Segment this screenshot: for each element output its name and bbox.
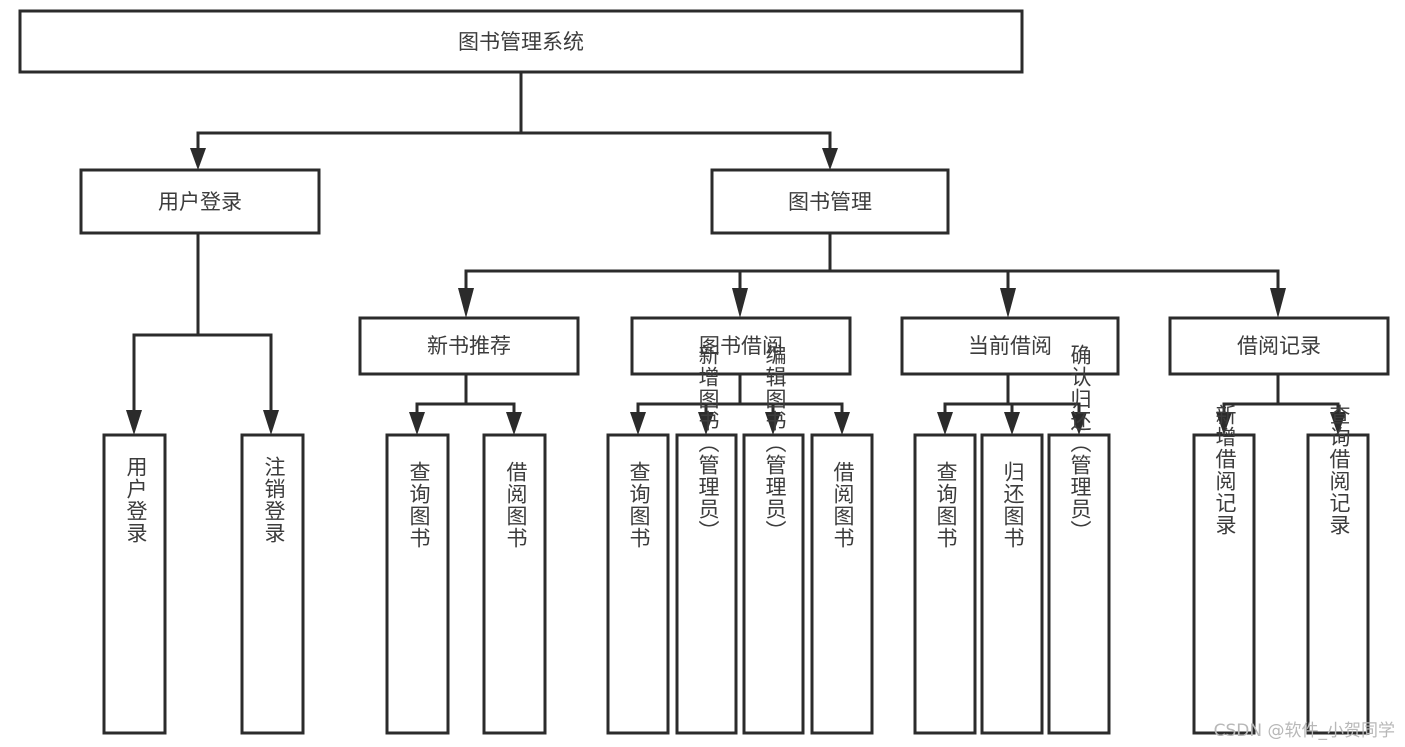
node-user-login[interactable]: 用户登录 bbox=[79, 168, 321, 235]
node-leaf-confirm-return-box[interactable] bbox=[1047, 433, 1111, 735]
arrowhead-user-login bbox=[190, 148, 206, 170]
arrowhead-leaf-confirm-return bbox=[1071, 412, 1087, 435]
node-new-book-rec[interactable]: 新书推荐 bbox=[358, 316, 580, 376]
arrowhead-borrow-record bbox=[1270, 288, 1286, 318]
node-leaf-return-book[interactable]: 归还图书 bbox=[980, 433, 1044, 735]
arrowhead-leaf-borrow-book-2 bbox=[834, 412, 850, 435]
csdn-watermark: CSDN @软件_小贺同学 bbox=[1213, 721, 1395, 741]
node-leaf-confirm-return[interactable]: 确认归还（管理员） bbox=[1047, 344, 1111, 735]
node-current-borrow-box[interactable] bbox=[900, 316, 1120, 376]
node-leaf-edit-book-label: 编辑图书（管理员） bbox=[763, 344, 787, 542]
node-leaf-query-record[interactable]: 查询借阅记录 bbox=[1306, 404, 1370, 735]
node-user-login-box[interactable] bbox=[79, 168, 321, 235]
node-leaf-logout-login-label: 注销登录 bbox=[262, 456, 286, 544]
node-leaf-borrow-book-2-label: 借阅图书 bbox=[831, 461, 855, 549]
node-leaf-query-book-1-box[interactable] bbox=[385, 433, 450, 735]
node-leaf-query-record-label: 查询借阅记录 bbox=[1327, 404, 1351, 536]
node-leaf-borrow-book-1-label: 借阅图书 bbox=[504, 461, 528, 549]
arrowhead-leaf-query-book-2 bbox=[630, 412, 646, 435]
node-leaf-add-book[interactable]: 新增图书（管理员） bbox=[675, 344, 738, 735]
node-leaf-add-record[interactable]: 新增借阅记录 bbox=[1192, 404, 1256, 735]
node-leaf-confirm-return-label: 确认归还（管理员） bbox=[1068, 344, 1092, 542]
arrowhead-book-borrow bbox=[732, 288, 748, 318]
node-leaf-logout-login-box[interactable] bbox=[240, 433, 305, 735]
node-leaf-edit-book[interactable]: 编辑图书（管理员） bbox=[742, 344, 805, 735]
arrowhead-leaf-logout-login bbox=[263, 410, 279, 435]
arrowhead-leaf-query-book-1 bbox=[409, 412, 425, 435]
arrowhead-leaf-query-record bbox=[1330, 412, 1346, 435]
node-leaf-user-login[interactable]: 用户登录 bbox=[102, 433, 167, 735]
node-leaf-add-record-box[interactable] bbox=[1192, 433, 1256, 735]
node-leaf-query-book-2[interactable]: 查询图书 bbox=[606, 433, 670, 735]
node-current-borrow-label: 当前借阅 bbox=[968, 334, 1052, 358]
node-leaf-add-record-label: 新增借阅记录 bbox=[1213, 404, 1237, 536]
node-leaf-logout-login[interactable]: 注销登录 bbox=[240, 433, 305, 735]
arrowhead-leaf-user-login bbox=[126, 410, 142, 435]
node-leaf-borrow-book-2-box[interactable] bbox=[810, 433, 874, 735]
arrowhead-current-borrow bbox=[1000, 288, 1016, 318]
node-borrow-record[interactable]: 借阅记录 bbox=[1168, 316, 1390, 376]
node-borrow-record-box[interactable] bbox=[1168, 316, 1390, 376]
arrowhead-leaf-borrow-book-1 bbox=[506, 412, 522, 435]
node-leaf-user-login-box[interactable] bbox=[102, 433, 167, 735]
node-leaf-query-book-3-box[interactable] bbox=[913, 433, 977, 735]
node-book-manage-label: 图书管理 bbox=[788, 190, 872, 214]
node-user-login-label: 用户登录 bbox=[158, 190, 242, 214]
node-leaf-query-book-2-label: 查询图书 bbox=[627, 461, 651, 549]
node-leaf-query-record-box[interactable] bbox=[1306, 433, 1370, 735]
node-book-manage-box[interactable] bbox=[710, 168, 950, 235]
node-leaf-query-book-2-box[interactable] bbox=[606, 433, 670, 735]
node-new-book-rec-label: 新书推荐 bbox=[427, 334, 511, 358]
node-book-borrow[interactable]: 图书借阅 bbox=[630, 316, 852, 376]
arrowhead-leaf-add-record bbox=[1216, 412, 1232, 435]
node-root[interactable]: 图书管理系统 bbox=[18, 9, 1024, 74]
node-leaf-user-login-label: 用户登录 bbox=[124, 456, 148, 544]
node-current-borrow[interactable]: 当前借阅 bbox=[900, 316, 1120, 376]
node-leaf-return-book-box[interactable] bbox=[980, 433, 1044, 735]
arrowhead-leaf-query-book-3 bbox=[937, 412, 953, 435]
node-leaf-query-book-3[interactable]: 查询图书 bbox=[913, 433, 977, 735]
node-leaf-borrow-book-2[interactable]: 借阅图书 bbox=[810, 433, 874, 735]
connector-layer bbox=[126, 70, 1346, 435]
node-leaf-add-book-box[interactable] bbox=[675, 433, 738, 735]
node-root-label: 图书管理系统 bbox=[458, 30, 584, 54]
node-leaf-add-book-label: 新增图书（管理员） bbox=[696, 344, 720, 542]
node-book-borrow-label: 图书借阅 bbox=[699, 334, 783, 358]
node-leaf-borrow-book-1[interactable]: 借阅图书 bbox=[482, 433, 547, 735]
node-root-box[interactable] bbox=[18, 9, 1024, 74]
arrowhead-leaf-return-book bbox=[1004, 412, 1020, 435]
node-leaf-query-book-1-label: 查询图书 bbox=[407, 461, 431, 549]
arrowhead-leaf-add-book bbox=[698, 412, 714, 435]
arrowhead-book-manage bbox=[822, 148, 838, 170]
node-book-borrow-box[interactable] bbox=[630, 316, 852, 376]
node-leaf-query-book-3-label: 查询图书 bbox=[934, 461, 958, 549]
node-leaf-edit-book-box[interactable] bbox=[742, 433, 805, 735]
node-new-book-rec-box[interactable] bbox=[358, 316, 580, 376]
node-book-manage[interactable]: 图书管理 bbox=[710, 168, 950, 235]
node-leaf-return-book-label: 归还图书 bbox=[1001, 461, 1025, 549]
arrowhead-leaf-edit-book bbox=[765, 412, 781, 435]
node-borrow-record-label: 借阅记录 bbox=[1237, 334, 1321, 358]
arrowhead-new-book-rec bbox=[458, 288, 474, 318]
node-leaf-query-book-1[interactable]: 查询图书 bbox=[385, 433, 450, 735]
node-leaf-borrow-book-1-box[interactable] bbox=[482, 433, 547, 735]
